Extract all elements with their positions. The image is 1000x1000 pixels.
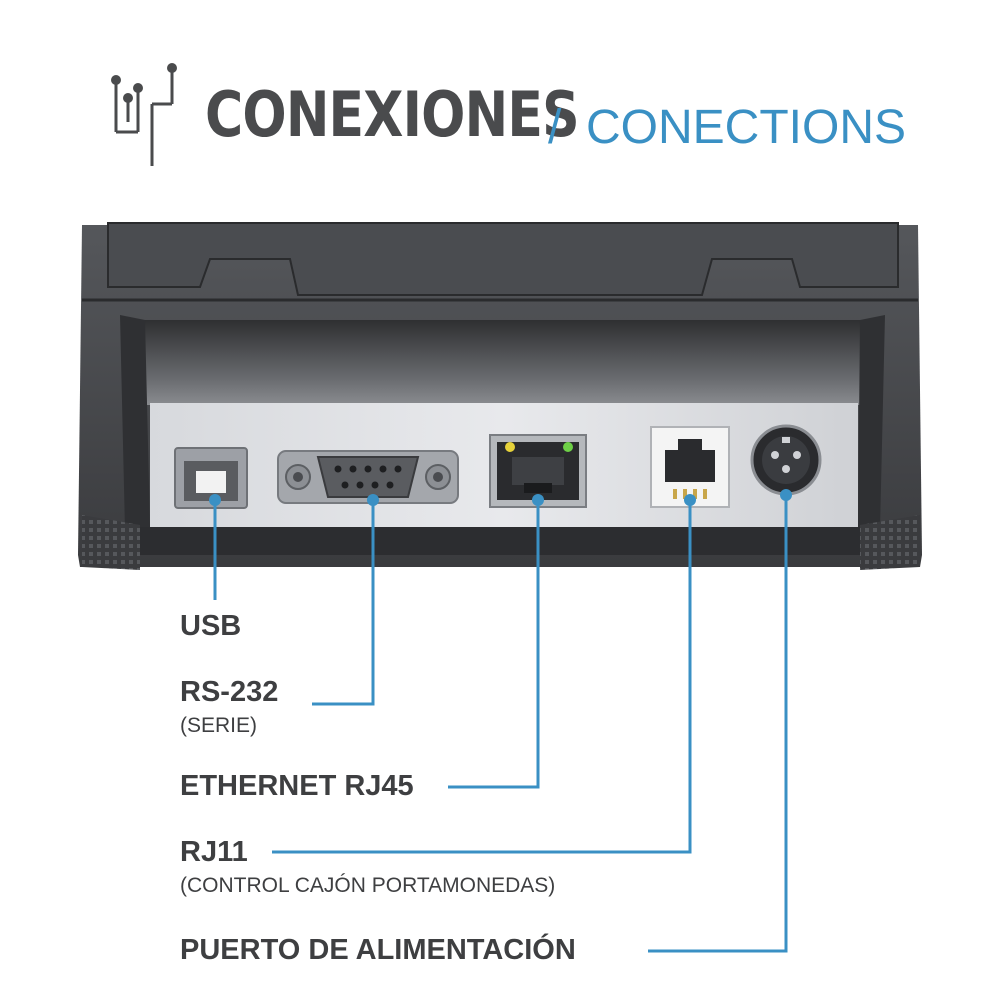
- label-rj11: RJ11: [180, 836, 248, 868]
- db9-serial-port-icon: [277, 450, 459, 504]
- rj45-ethernet-port-icon: [489, 434, 587, 508]
- power-din-port-icon: [750, 424, 822, 496]
- label-usb: USB: [180, 610, 242, 642]
- sublabel-rj11: (CONTROL CAJÓN PORTAMONEDAS): [180, 874, 556, 897]
- page-subtitle: CONECTIONS: [586, 101, 907, 154]
- sublabel-rs232: (SERIE): [180, 714, 258, 737]
- usb-b-port-icon: [174, 447, 248, 509]
- title-separator: /: [548, 101, 562, 154]
- label-rs232: RS-232: [180, 676, 279, 708]
- page-title: CONEXIONES: [205, 78, 580, 151]
- rj11-port-icon: [650, 426, 730, 508]
- printer-back-panel: [78, 222, 922, 570]
- label-power: PUERTO DE ALIMENTACIÓN: [180, 934, 576, 966]
- label-ethernet: ETHERNET RJ45: [180, 770, 414, 802]
- circuit-lines-icon: [111, 63, 177, 166]
- header: CONEXIONES / CONECTIONS: [0, 0, 1000, 200]
